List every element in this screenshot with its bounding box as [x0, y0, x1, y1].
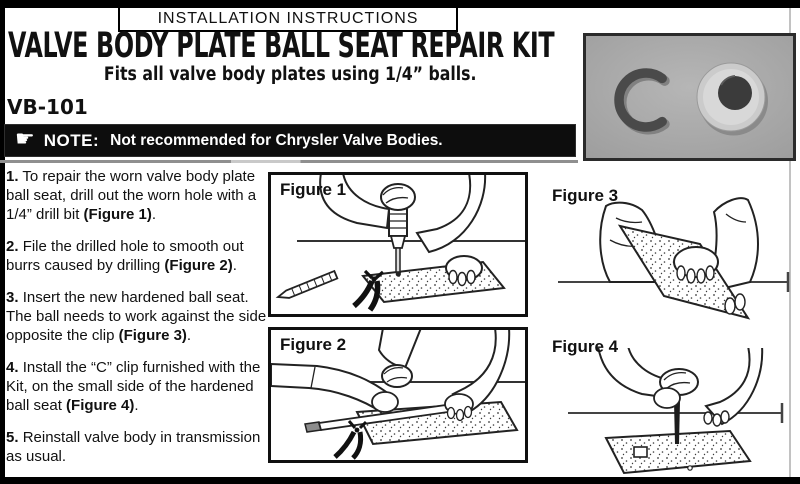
parts-photo	[583, 33, 796, 161]
top-frame-bar	[0, 0, 800, 8]
model-number: VB-101	[7, 95, 88, 119]
pliers-tool	[333, 420, 368, 460]
note-label: NOTE:	[43, 130, 100, 150]
parts-photo-image	[586, 36, 793, 158]
left-frame-bar	[0, 0, 5, 484]
kicker-text: INSTALLATION INSTRUCTIONS	[157, 10, 419, 27]
figure-2-label: Figure 2	[280, 335, 347, 354]
pliers-tool	[352, 269, 385, 312]
bottom-frame-bar	[0, 477, 800, 484]
center-hand	[381, 364, 413, 388]
figure-3-illustration	[558, 197, 790, 320]
step-4: 4. Install the “C” clip furnished with t…	[6, 359, 261, 414]
figure-1-label: Figure 1	[280, 180, 347, 199]
figure-3-label: Figure 3	[552, 186, 619, 205]
instruction-steps: 1. To repair the worn valve body plate b…	[6, 167, 278, 479]
file-tool	[275, 269, 339, 299]
lower-grip-hand	[653, 387, 681, 409]
seat-hole	[718, 76, 752, 110]
left-hand	[371, 391, 399, 413]
step-5: 5. Reinstall valve body in transmission …	[6, 429, 261, 465]
lower-fingers	[724, 297, 736, 315]
figure-1-box: Figure 1	[268, 172, 528, 317]
note-text: Not recommended for Chrysler Valve Bodie…	[110, 131, 443, 149]
note-underline-rule	[0, 160, 578, 163]
figure-2-illustration	[271, 330, 525, 460]
figure-4-label: Figure 4	[552, 337, 619, 356]
subtitle: Fits all valve body plates using 1/4” ba…	[103, 64, 477, 85]
pointing-hand-icon: ☛	[15, 126, 35, 151]
step-1: 1. To repair the worn valve body plate b…	[6, 168, 257, 223]
page-title: VALVE BODY PLATE BALL SEAT REPAIR KIT	[8, 26, 555, 66]
valve-body-plate	[604, 429, 752, 475]
kicker-box: INSTALLATION INSTRUCTIONS	[118, 8, 458, 32]
step-3: 3. Insert the new hardened ball seat. Th…	[6, 289, 267, 344]
c-clip-icon	[614, 68, 667, 132]
figure-2-box: Figure 2	[268, 327, 528, 463]
page-right-edge	[789, 8, 791, 477]
figure-4-illustration	[568, 348, 784, 475]
drill-bit	[395, 247, 401, 273]
note-banner: ☛ NOTE: Not recommended for Chrysler Val…	[4, 124, 576, 157]
figure-1-illustration	[275, 175, 525, 312]
step-2: 2. File the drilled hole to smooth out b…	[6, 238, 244, 274]
screwdriver	[674, 402, 680, 444]
